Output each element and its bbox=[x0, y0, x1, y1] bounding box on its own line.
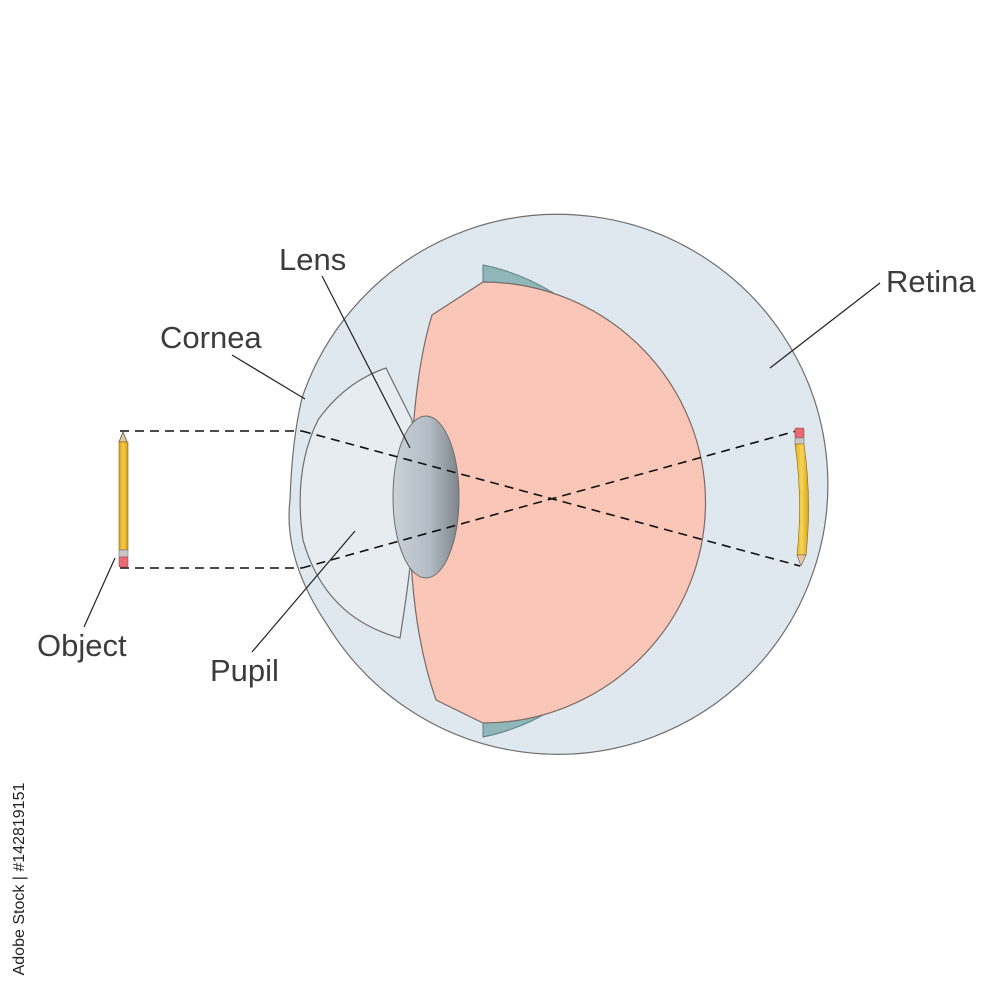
light-rays bbox=[120, 429, 801, 569]
retina-image-pencil bbox=[794, 427, 809, 567]
pupil-leader bbox=[251, 530, 356, 653]
cornea-leader bbox=[231, 354, 306, 400]
label-cornea: Cornea bbox=[160, 320, 262, 355]
leader-lines bbox=[83, 275, 881, 653]
lens-leader bbox=[321, 275, 411, 449]
retina-leader bbox=[769, 282, 881, 369]
lens bbox=[392, 415, 460, 579]
label-object: Object bbox=[37, 628, 127, 663]
stock-id-text: Adobe Stock | #142819151 bbox=[11, 782, 28, 976]
object-leader bbox=[83, 557, 116, 628]
stock-id: Adobe Stock | #142819151 bbox=[4, 772, 36, 987]
label-lens: Lens bbox=[279, 242, 347, 277]
object-pencil bbox=[118, 430, 129, 568]
label-retina: Retina bbox=[886, 264, 976, 299]
label-pupil: Pupil bbox=[210, 653, 279, 688]
